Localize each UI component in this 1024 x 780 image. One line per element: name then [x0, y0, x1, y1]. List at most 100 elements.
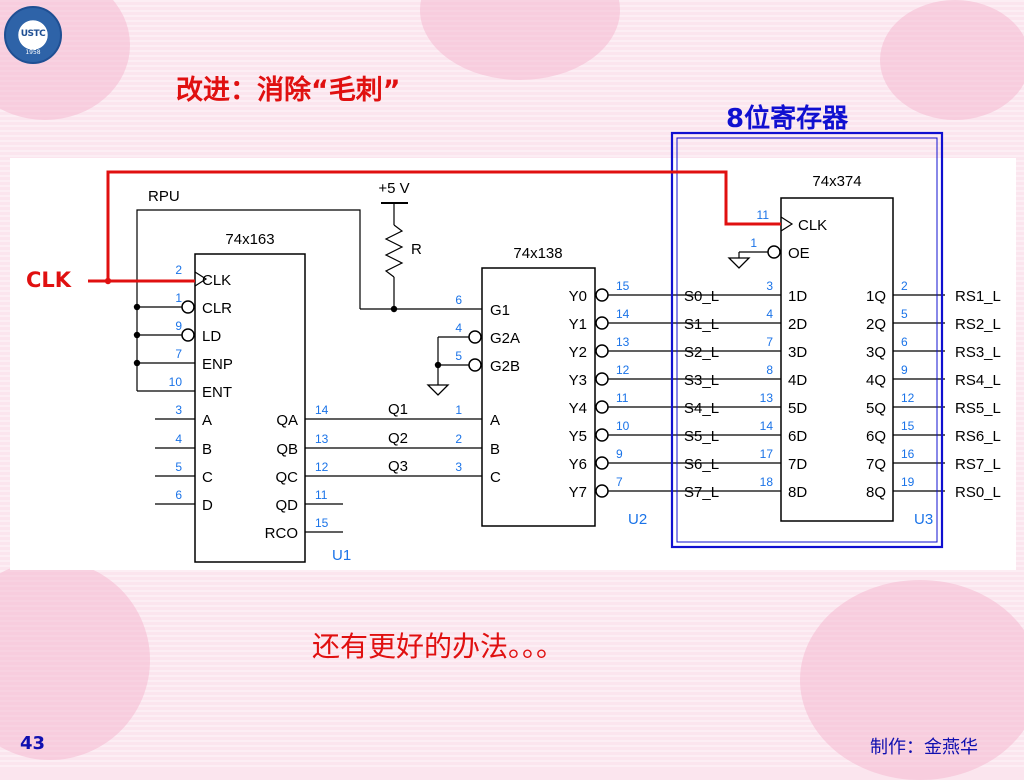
- net-label: S3_L: [684, 372, 719, 389]
- u2-pin-number: 1: [455, 403, 462, 417]
- u2-pin-number: 5: [455, 349, 462, 363]
- u3-part-name: 74x374: [812, 173, 861, 190]
- u1-pin-number: 2: [175, 263, 182, 277]
- rpu-wire: [136, 209, 361, 309]
- u2-pin-name: Y5: [569, 428, 587, 445]
- u2-pin-name: Y1: [569, 316, 587, 333]
- net-label: RS2_L: [955, 316, 1001, 333]
- u1-pin-number: 1: [175, 291, 182, 305]
- net-label: RS7_L: [955, 456, 1001, 473]
- u1-pin-number: 10: [169, 375, 183, 389]
- u3-pin-name: 1D: [788, 288, 807, 305]
- net-label: Q3: [388, 458, 408, 475]
- inversion-bubble: [595, 344, 609, 358]
- u1-pin-number: 7: [175, 347, 182, 361]
- u3-chip-body: [780, 197, 894, 522]
- clk-input-label: CLK: [26, 268, 72, 292]
- u2-pin-number: 3: [455, 460, 462, 474]
- u3-pin-name: 1Q: [866, 288, 886, 305]
- u3-pin-name: 6Q: [866, 428, 886, 445]
- u2-pin-number: 6: [455, 293, 462, 307]
- u3-pin-number: 3: [766, 279, 773, 293]
- net-label: Q2: [388, 430, 408, 447]
- u3-pin-name: 6D: [788, 428, 807, 445]
- u3-pin-name: 7D: [788, 456, 807, 473]
- u3-pin-number: 15: [901, 419, 915, 433]
- u1-pin-name: A: [202, 412, 212, 429]
- background-blossom: [800, 580, 1024, 780]
- u3-pin-number: 13: [760, 391, 774, 405]
- u2-pin-number: 4: [455, 321, 462, 335]
- u2-pin-number: 10: [616, 419, 630, 433]
- u3-pin-name: 2Q: [866, 316, 886, 333]
- inversion-bubble: [181, 328, 195, 342]
- u3-pin-number: 2: [901, 279, 908, 293]
- junction-dot: [390, 305, 398, 313]
- net-label: S4_L: [684, 400, 719, 417]
- net-label: S7_L: [684, 484, 719, 501]
- u3-pin-number: 19: [901, 475, 915, 489]
- rpu-label: RPU: [148, 188, 180, 205]
- u3-pin-name: 4Q: [866, 372, 886, 389]
- page-number: 43: [20, 733, 46, 754]
- inversion-bubble: [468, 330, 482, 344]
- u3-pin-number: 14: [760, 419, 774, 433]
- background-blossom: [880, 0, 1024, 120]
- clock-input-triangle: [780, 216, 794, 232]
- u3-pin-number: 1: [750, 236, 757, 250]
- u1-pin-name: QC: [276, 469, 299, 486]
- net-label: Q1: [388, 401, 408, 418]
- net-label: RS0_L: [955, 484, 1001, 501]
- u3-pin-name: 4D: [788, 372, 807, 389]
- u2-pin-number: 14: [616, 307, 630, 321]
- junction-dot: [434, 361, 442, 369]
- u2-pin-name: G1: [490, 302, 510, 319]
- net-label: S2_L: [684, 344, 719, 361]
- u2-pin-number: 7: [616, 475, 623, 489]
- u1-pin-name: QA: [276, 412, 298, 429]
- university-logo: USTC 1958: [4, 6, 62, 64]
- u3-pin-name: OE: [788, 245, 810, 262]
- u2-pin-number: 12: [616, 363, 630, 377]
- u2-pin-number: 13: [616, 335, 630, 349]
- u2-pin-name: G2B: [490, 358, 520, 375]
- register-caption: 8位寄存器: [726, 104, 849, 134]
- u2-pin-name: G2A: [490, 330, 520, 347]
- logo-abbr: USTC: [20, 29, 46, 39]
- u1-pin-name: QB: [276, 441, 298, 458]
- u1-pin-number: 14: [315, 403, 329, 417]
- ground-symbol: [727, 257, 751, 269]
- u1-pin-name: CLR: [202, 300, 232, 317]
- ground-symbol: [426, 384, 450, 396]
- u3-pin-number: 5: [901, 307, 908, 321]
- u1-pin-number: 13: [315, 432, 329, 446]
- u1-pin-name: ENT: [202, 384, 232, 401]
- u2-pin-number: 2: [455, 432, 462, 446]
- inversion-bubble: [595, 484, 609, 498]
- bottom-note: 还有更好的办法。。。: [312, 630, 565, 663]
- inversion-bubble: [181, 300, 195, 314]
- net-label: RS6_L: [955, 428, 1001, 445]
- u2-ref: U2: [628, 511, 647, 528]
- u2-pin-name: C: [490, 469, 501, 486]
- net-label: S6_L: [684, 456, 719, 473]
- junction-dot: [133, 359, 141, 367]
- u3-pin-number: 9: [901, 363, 908, 377]
- u1-pin-name: D: [202, 497, 213, 514]
- inversion-bubble: [595, 316, 609, 330]
- u2-part-name: 74x138: [513, 245, 562, 262]
- u1-pin-number: 12: [315, 460, 329, 474]
- u1-pin-name: CLK: [202, 272, 231, 289]
- u1-ref: U1: [332, 547, 351, 564]
- u1-pin-number: 9: [175, 319, 182, 333]
- junction-dot: [133, 331, 141, 339]
- u1-pin-name: LD: [202, 328, 221, 345]
- u1-pin-name: RCO: [265, 525, 298, 542]
- u3-pin-number: 8: [766, 363, 773, 377]
- u3-pin-name: 2D: [788, 316, 807, 333]
- resistor-label: R: [411, 241, 422, 258]
- resistor-symbol: [384, 224, 404, 278]
- u1-pin-name: C: [202, 469, 213, 486]
- inversion-bubble: [595, 428, 609, 442]
- u2-pin-name: Y4: [569, 400, 587, 417]
